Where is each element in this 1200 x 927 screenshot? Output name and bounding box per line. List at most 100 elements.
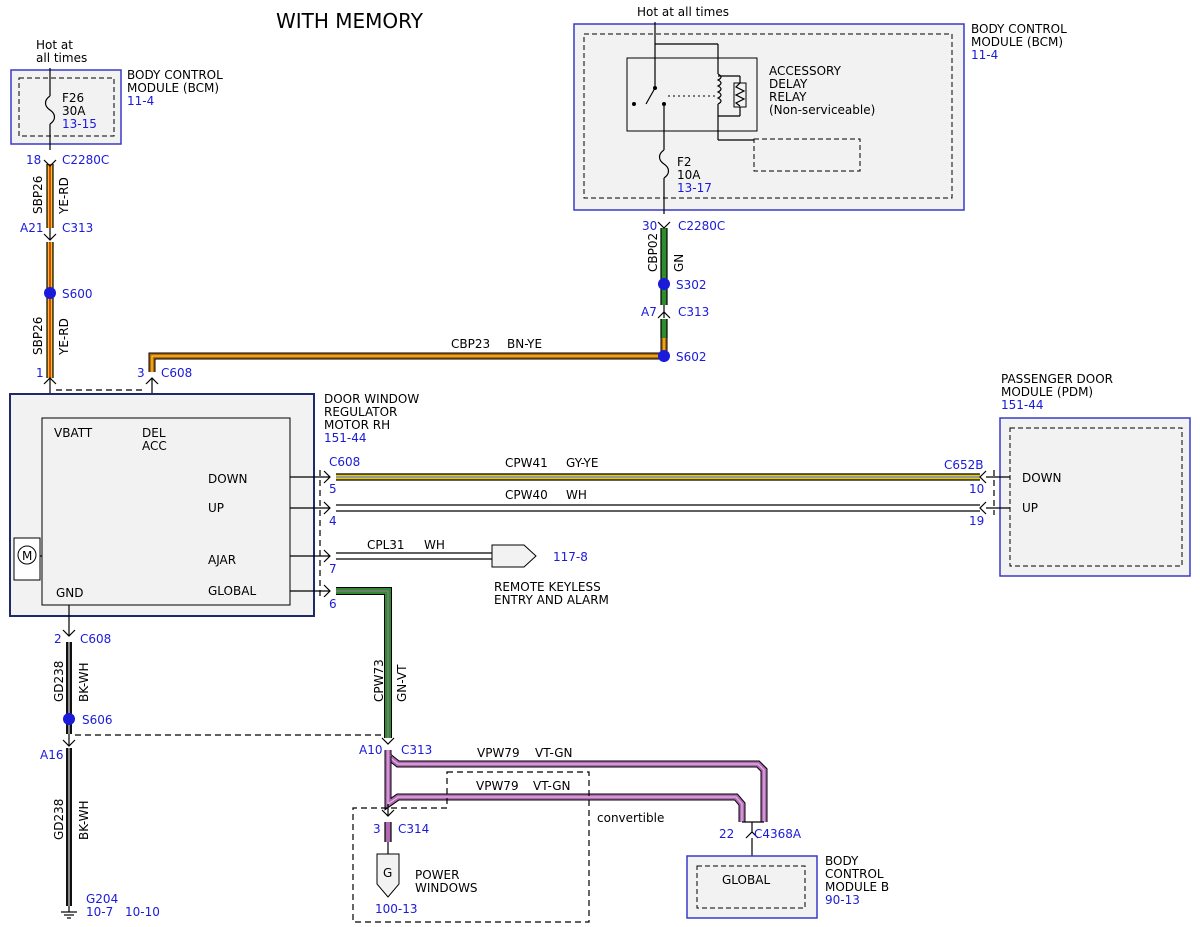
wire-gd238-circuit-bottom: GD238 bbox=[52, 799, 66, 840]
pin-19: 19 bbox=[969, 514, 984, 528]
power-windows-letter: G bbox=[383, 866, 392, 880]
pin-a7: A7 bbox=[641, 305, 657, 319]
bcm-left-hot-1: Hot at bbox=[36, 38, 73, 52]
splice-s302-label: S302 bbox=[676, 278, 707, 292]
bcm-left-name-2: MODULE (BCM) bbox=[127, 81, 219, 95]
pin-a21: A21 bbox=[20, 221, 43, 235]
connector-c608-bottom: C608 bbox=[80, 632, 111, 646]
motor-pin-gnd: GND bbox=[56, 586, 84, 600]
pin-1: 1 bbox=[36, 366, 44, 380]
bcm-b-inner bbox=[696, 865, 806, 909]
convertible-label: convertible bbox=[597, 811, 664, 825]
wire-cbp23-circuit: CBP23 bbox=[451, 337, 490, 351]
wire-cbp02-color: GN bbox=[672, 254, 686, 272]
motor-pin-acc: ACC bbox=[142, 439, 167, 453]
fuse-f26-icon bbox=[44, 95, 56, 125]
bcm-right-name-1: BODY CONTROL bbox=[971, 22, 1067, 36]
wire-gd238-circuit-top: GD238 bbox=[52, 661, 66, 702]
connector-c2280c-right: C2280C bbox=[678, 219, 725, 233]
pin-3: 3 bbox=[137, 366, 145, 380]
connector-c608-right: C608 bbox=[329, 455, 360, 469]
motor-icon bbox=[17, 545, 37, 565]
motor-icon-letter: M bbox=[22, 549, 32, 563]
bcm-b-module: GLOBAL BODY CONTROL MODULE B 90-13 bbox=[686, 854, 889, 919]
bcm-b-name-3: MODULE B bbox=[825, 880, 889, 894]
wire-gd238 bbox=[61, 605, 77, 919]
fuse-f2-ref[interactable]: 13-17 bbox=[677, 181, 712, 195]
connector-c313-a10: C313 bbox=[401, 743, 432, 757]
bcm-right-name-2: MODULE (BCM) bbox=[971, 35, 1063, 49]
relay-name-1: ACCESSORY bbox=[769, 64, 842, 78]
wire-cbp02-circuit: CBP02 bbox=[646, 233, 660, 272]
wire-cpl31 bbox=[290, 544, 537, 568]
motor-pin-global: GLOBAL bbox=[208, 584, 256, 598]
connector-c314: C314 bbox=[398, 822, 429, 836]
rke-ref[interactable]: 117-8 bbox=[553, 550, 588, 564]
pdm-ref[interactable]: 151-44 bbox=[1001, 398, 1044, 412]
wire-cpw40 bbox=[290, 501, 1010, 515]
bcm-b-ref[interactable]: 90-13 bbox=[825, 893, 860, 907]
pin-a16: A16 bbox=[40, 748, 63, 762]
pdm-name-2: MODULE (PDM) bbox=[1001, 385, 1093, 399]
motor-pin-vbatt: VBATT bbox=[54, 426, 93, 440]
rke-name-1: REMOTE KEYLESS bbox=[494, 580, 601, 594]
pin-5: 5 bbox=[329, 482, 337, 496]
rke-name-2: ENTRY AND ALARM bbox=[494, 593, 609, 607]
wire-sbp26-color-mid: YE-RD bbox=[57, 318, 71, 356]
connector-c4368a: C4368A bbox=[754, 827, 802, 841]
fuse-f26-ref[interactable]: 13-15 bbox=[62, 117, 97, 131]
bcm-left-module: Hot at all times F26 30A 13-15 BODY CONT… bbox=[10, 38, 223, 150]
bcm-right-module: Hot at all times ACCESSORY DELAY RELAY (… bbox=[573, 5, 1067, 214]
pin-a10: A10 bbox=[359, 743, 382, 757]
power-windows-ref[interactable]: 100-13 bbox=[375, 902, 418, 916]
wire-sbp26 bbox=[43, 159, 57, 420]
motor-name-2: REGULATOR bbox=[324, 405, 397, 419]
wire-sbp26-circuit-top: SBP26 bbox=[31, 176, 45, 214]
splice-s602-label: S602 bbox=[676, 350, 707, 364]
bcm-right-ref[interactable]: 11-4 bbox=[971, 48, 998, 62]
bcm-b-name-1: BODY bbox=[825, 854, 859, 868]
fuse-f26-rating: 30A bbox=[62, 104, 86, 118]
power-windows-name-1: POWER bbox=[415, 868, 459, 882]
relay-name-2: DELAY bbox=[769, 77, 808, 91]
bcm-b-global: GLOBAL bbox=[722, 873, 770, 887]
pin-2: 2 bbox=[54, 632, 62, 646]
wire-vpw79-color-a: VT-GN bbox=[535, 746, 572, 760]
wire-cpw40-color: WH bbox=[566, 488, 587, 502]
connector-c652b: C652B bbox=[944, 458, 984, 472]
rke-connector-icon bbox=[491, 544, 537, 568]
motor-ref[interactable]: 151-44 bbox=[324, 431, 367, 445]
wire-vpw79 bbox=[381, 750, 768, 866]
bcm-left-ref[interactable]: 11-4 bbox=[127, 94, 154, 108]
wire-cpw73 bbox=[290, 584, 395, 745]
pin-18: 18 bbox=[26, 153, 41, 167]
bcm-left-name-1: BODY CONTROL bbox=[127, 68, 223, 82]
pin-4: 4 bbox=[329, 514, 337, 528]
splice-s606-label: S606 bbox=[82, 713, 113, 727]
ground-ref-2[interactable]: 10-10 bbox=[125, 905, 160, 919]
wire-gd238-color-top: BK-WH bbox=[77, 662, 91, 702]
fuse-f2-label: F2 bbox=[677, 155, 692, 169]
relay-switch-icon bbox=[645, 87, 656, 105]
pin-3-c314: 3 bbox=[373, 822, 381, 836]
wire-vpw79-circuit-a: VPW79 bbox=[477, 746, 520, 760]
bcm-right-hot: Hot at all times bbox=[637, 5, 729, 19]
wire-cpw41-circuit: CPW41 bbox=[505, 456, 548, 470]
pin-22: 22 bbox=[719, 827, 734, 841]
bcm-b-name-2: CONTROL bbox=[825, 867, 884, 881]
power-windows-connector-icon bbox=[376, 853, 400, 898]
relay-coil-icon bbox=[716, 73, 722, 105]
wire-gd238-color-bottom: BK-WH bbox=[77, 800, 91, 840]
motor-name-1: DOOR WINDOW bbox=[324, 392, 419, 406]
wire-vpw79-color-b: VT-GN bbox=[533, 779, 570, 793]
fuse-f26-label: F26 bbox=[62, 91, 84, 105]
wire-vpw79-circuit-b: VPW79 bbox=[476, 779, 519, 793]
ground-ref-1[interactable]: 10-7 bbox=[86, 905, 113, 919]
connector-c313-a7: C313 bbox=[678, 305, 709, 319]
splice-s600 bbox=[44, 287, 56, 299]
splice-s602 bbox=[658, 350, 670, 362]
fuse-f2-rating: 10A bbox=[677, 168, 701, 182]
fuse-f2-icon bbox=[658, 149, 670, 179]
wire-cpw41 bbox=[290, 470, 1010, 484]
pdm-inner bbox=[1009, 427, 1183, 567]
